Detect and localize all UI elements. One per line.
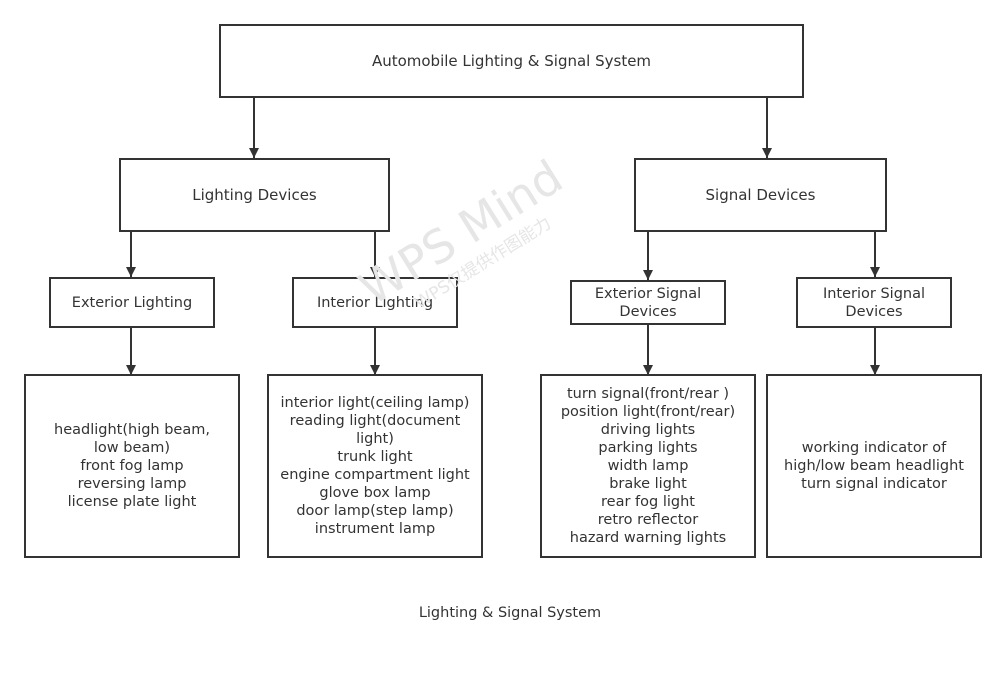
interior-signal-devices-node: Interior Signal Devices <box>796 277 952 328</box>
interior-lighting-label: Interior Lighting <box>316 294 434 311</box>
list-item: working indicator of high/low beam headl… <box>784 440 964 474</box>
list-item: glove box lamp <box>319 485 431 501</box>
interior-lighting-node: Interior Lighting <box>292 277 458 328</box>
list-item: turn signal(front/rear ) <box>566 386 729 402</box>
exterior-lighting-list: headlight(high beam, low beam) front fog… <box>32 421 232 511</box>
list-item: license plate light <box>67 494 197 510</box>
list-item: retro reflector <box>597 512 699 528</box>
exterior-signal-devices-label: Exterior Signal Devices <box>594 285 702 320</box>
interior-lighting-list: interior light(ceiling lamp) reading lig… <box>269 394 481 538</box>
list-item: instrument lamp <box>314 521 436 537</box>
list-item: trunk light <box>337 449 413 465</box>
exterior-signal-devices-node: Exterior Signal Devices <box>570 280 726 325</box>
exterior-signal-list-node: turn signal(front/rear ) position light(… <box>540 374 756 558</box>
signal-devices-label: Signal Devices <box>705 186 816 204</box>
list-item: turn signal indicator <box>801 476 947 492</box>
list-item: width lamp <box>607 458 689 474</box>
list-item: rear fog light <box>601 494 695 510</box>
lighting-devices-label: Lighting Devices <box>192 186 317 204</box>
list-item: reading light(document light) <box>289 413 461 447</box>
list-item: front fog lamp <box>80 458 184 474</box>
list-item: door lamp(step lamp) <box>296 503 454 519</box>
interior-signal-list-node: working indicator of high/low beam headl… <box>766 374 982 558</box>
list-item: parking lights <box>598 440 698 456</box>
exterior-signal-list: turn signal(front/rear ) position light(… <box>553 385 743 547</box>
signal-devices-node: Signal Devices <box>634 158 887 232</box>
lighting-devices-node: Lighting Devices <box>119 158 390 232</box>
exterior-lighting-node: Exterior Lighting <box>49 277 215 328</box>
interior-signal-devices-label: Interior Signal Devices <box>822 285 926 320</box>
list-item: reversing lamp <box>77 476 187 492</box>
exterior-lighting-list-node: headlight(high beam, low beam) front fog… <box>24 374 240 558</box>
exterior-lighting-label: Exterior Lighting <box>71 294 193 311</box>
list-item: brake light <box>609 476 687 492</box>
list-item: driving lights <box>600 422 696 438</box>
diagram-caption: Lighting & Signal System <box>418 605 602 621</box>
root-label: Automobile Lighting & Signal System <box>371 52 652 70</box>
interior-lighting-list-node: interior light(ceiling lamp) reading lig… <box>267 374 483 558</box>
list-item: hazard warning lights <box>569 530 727 546</box>
root-node: Automobile Lighting & Signal System <box>219 24 804 98</box>
interior-signal-list: working indicator of high/low beam headl… <box>768 439 980 493</box>
list-item: engine compartment light <box>280 467 470 483</box>
list-item: headlight(high beam, low beam) <box>54 422 210 456</box>
list-item: position light(front/rear) <box>560 404 736 420</box>
list-item: interior light(ceiling lamp) <box>280 395 470 411</box>
